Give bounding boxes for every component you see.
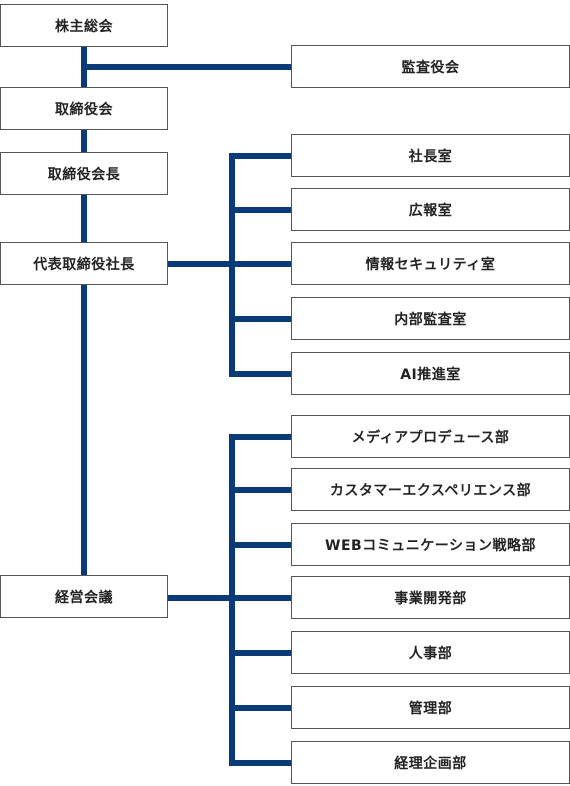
office-box-internal-audit: 内部監査室 [291, 297, 570, 340]
department-box-web-communication: WEBコミュニケーション戦略部 [291, 523, 570, 566]
department-box-hr: 人事部 [291, 631, 570, 674]
department-label: 経理企画部 [394, 755, 467, 772]
chairman-box: 取締役会長 [0, 152, 168, 195]
office-box-ai-promotion: AI推進室 [291, 352, 570, 395]
shareholders-meeting-box: 株主総会 [0, 4, 168, 47]
president-box: 代表取締役社長 [0, 242, 168, 285]
shareholders-meeting-label: 株主総会 [55, 18, 113, 35]
department-label: 事業開発部 [394, 590, 467, 607]
department-box-accounting-planning: 経理企画部 [291, 741, 570, 784]
office-label: 内部監査室 [394, 311, 467, 328]
management-meeting-label: 経営会議 [55, 589, 113, 606]
department-box-administration: 管理部 [291, 686, 570, 729]
office-label: AI推進室 [400, 366, 461, 383]
office-box-pr: 広報室 [291, 188, 570, 231]
department-label: WEBコミュニケーション戦略部 [325, 537, 536, 554]
department-label: 管理部 [408, 700, 453, 717]
board-of-directors-label: 取締役会 [55, 101, 113, 118]
auditor-box: 監査役会 [291, 45, 570, 88]
department-label: 人事部 [408, 645, 453, 662]
office-label: 広報室 [408, 202, 453, 219]
auditor-label: 監査役会 [401, 59, 460, 76]
board-of-directors-box: 取締役会 [0, 87, 168, 130]
department-box-media-produce: メディアプロデュース部 [291, 415, 570, 458]
department-box-business-development: 事業開発部 [291, 576, 570, 619]
office-label: 情報セキュリティ室 [365, 256, 496, 273]
office-box-president-office: 社長室 [291, 134, 570, 177]
department-box-customer-experience: カスタマーエクスペリエンス部 [291, 468, 570, 511]
department-label: メディアプロデュース部 [351, 429, 510, 446]
president-label: 代表取締役社長 [33, 256, 135, 273]
office-box-info-security: 情報セキュリティ室 [291, 242, 570, 285]
department-label: カスタマーエクスペリエンス部 [329, 482, 532, 499]
chairman-label: 取締役会長 [47, 166, 121, 183]
management-meeting-box: 経営会議 [0, 575, 168, 618]
office-label: 社長室 [408, 148, 453, 165]
